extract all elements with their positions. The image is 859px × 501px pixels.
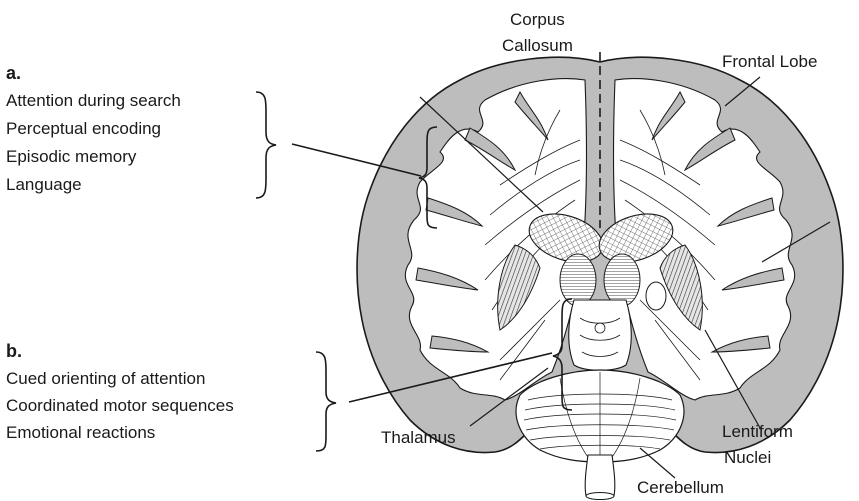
label-corpus: Corpus: [510, 10, 565, 29]
group-a-heading: a.: [6, 63, 21, 83]
label-thalamus: Thalamus: [381, 428, 456, 447]
group-b-item: Emotional reactions: [6, 423, 155, 442]
group-a-item: Language: [6, 175, 82, 194]
label-cerebellum: Cerebellum: [637, 478, 724, 497]
label-nuclei: Nuclei: [724, 448, 771, 467]
group-a: a. Attention during search Perceptual en…: [6, 63, 181, 194]
thalamus-right: [604, 254, 640, 306]
group-b: b. Cued orienting of attention Coordinat…: [6, 341, 234, 442]
group-a-item: Episodic memory: [6, 147, 137, 166]
brace-a: [256, 92, 276, 198]
medulla-cut: [586, 493, 614, 500]
group-b-item: Cued orienting of attention: [6, 369, 205, 388]
group-b-item: Coordinated motor sequences: [6, 396, 234, 415]
brainstem: [569, 300, 632, 370]
group-a-item: Attention during search: [6, 91, 181, 110]
label-callosum: Callosum: [502, 36, 573, 55]
label-lentiform: Lentiform: [722, 422, 793, 441]
group-a-item: Perceptual encoding: [6, 119, 161, 138]
thalamus-left: [560, 254, 596, 306]
pointer-cerebellum: [640, 448, 675, 478]
brace-b: [316, 352, 336, 451]
medulla: [585, 455, 615, 496]
group-b-heading: b.: [6, 341, 22, 361]
subthalamic-nucleus: [646, 282, 666, 310]
label-frontal-lobe: Frontal Lobe: [722, 52, 817, 71]
